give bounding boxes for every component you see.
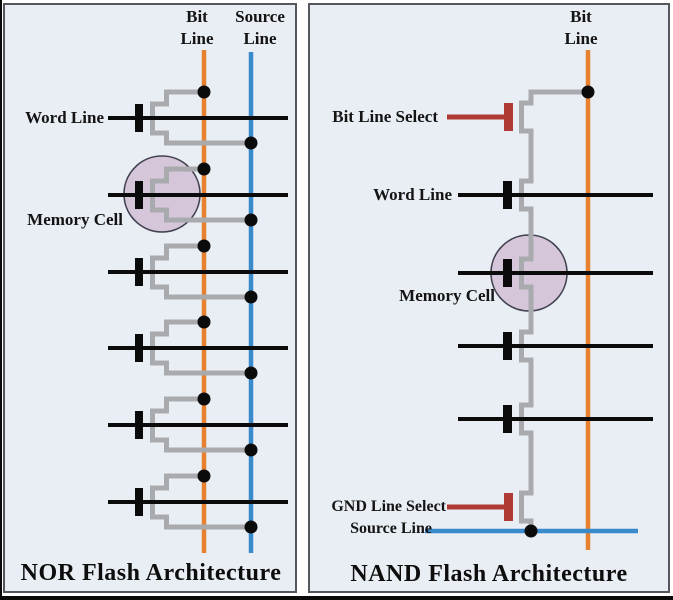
image-left-edge — [0, 0, 2, 600]
junction-dot — [524, 524, 538, 538]
gate-bar — [135, 411, 143, 439]
nand-string — [519, 89, 588, 531]
nor-source-line-label: Source Line — [210, 6, 310, 50]
gate-bar — [135, 181, 143, 209]
nand-select-gates — [447, 103, 513, 521]
junction-dot — [197, 315, 211, 329]
junction-dot — [244, 213, 258, 227]
junction-dot — [197, 162, 211, 176]
nor-junction-dots — [197, 85, 258, 534]
nor-word-lines — [108, 104, 288, 516]
nand-gnd-line-select-label: GND Line Select — [331, 498, 446, 515]
gate-bar — [135, 258, 143, 286]
junction-dot — [244, 443, 258, 457]
nor-bit-line-label: Bit Line — [147, 6, 247, 50]
nand-bit-line-label: Bit Line — [531, 6, 631, 50]
nand-memory-cell-label: Memory Cell — [399, 286, 495, 305]
gate-bar — [503, 405, 512, 433]
nor-word-line-label: Word Line — [25, 108, 104, 127]
nand-word-lines — [458, 181, 653, 433]
junction-dot — [244, 366, 258, 380]
bit-line-label-line2: Line — [180, 29, 214, 48]
gate-bar — [135, 334, 143, 362]
junction-dot — [244, 520, 258, 534]
gate-bar — [503, 332, 512, 360]
bit-line-label-line1: Bit — [570, 7, 592, 26]
junction-dot — [244, 136, 258, 150]
nand-transistor-string — [519, 89, 588, 531]
nor-title: NOR Flash Architecture — [20, 560, 282, 586]
source-line-label-line2: Line — [243, 29, 277, 48]
gate-bar — [503, 181, 512, 209]
nand-junction-dots — [524, 85, 595, 538]
junction-dot — [197, 392, 211, 406]
nand-source-line-label: Source Line — [350, 520, 432, 537]
gate-bar — [135, 104, 143, 132]
nand-title: NAND Flash Architecture — [350, 561, 628, 587]
bit-line-select-gate-bar — [504, 103, 513, 131]
nand-panel — [308, 3, 670, 593]
gate-bar — [503, 259, 512, 287]
nand-word-line-label: Word Line — [373, 185, 452, 204]
junction-dot — [197, 239, 211, 253]
junction-dot — [244, 290, 258, 304]
junction-dot — [581, 85, 595, 99]
image-bottom-edge — [0, 596, 673, 600]
junction-dot — [197, 469, 211, 483]
bit-line-label-line2: Line — [564, 29, 598, 48]
source-line-label-line1: Source — [235, 7, 285, 26]
gate-bar — [135, 488, 143, 516]
junction-dot — [197, 85, 211, 99]
nor-memory-cell-label: Memory Cell — [27, 210, 123, 229]
gnd-line-select-gate-bar — [504, 493, 513, 521]
nand-bit-line-select-label: Bit Line Select — [332, 107, 438, 126]
bit-line-label-line1: Bit — [186, 7, 208, 26]
